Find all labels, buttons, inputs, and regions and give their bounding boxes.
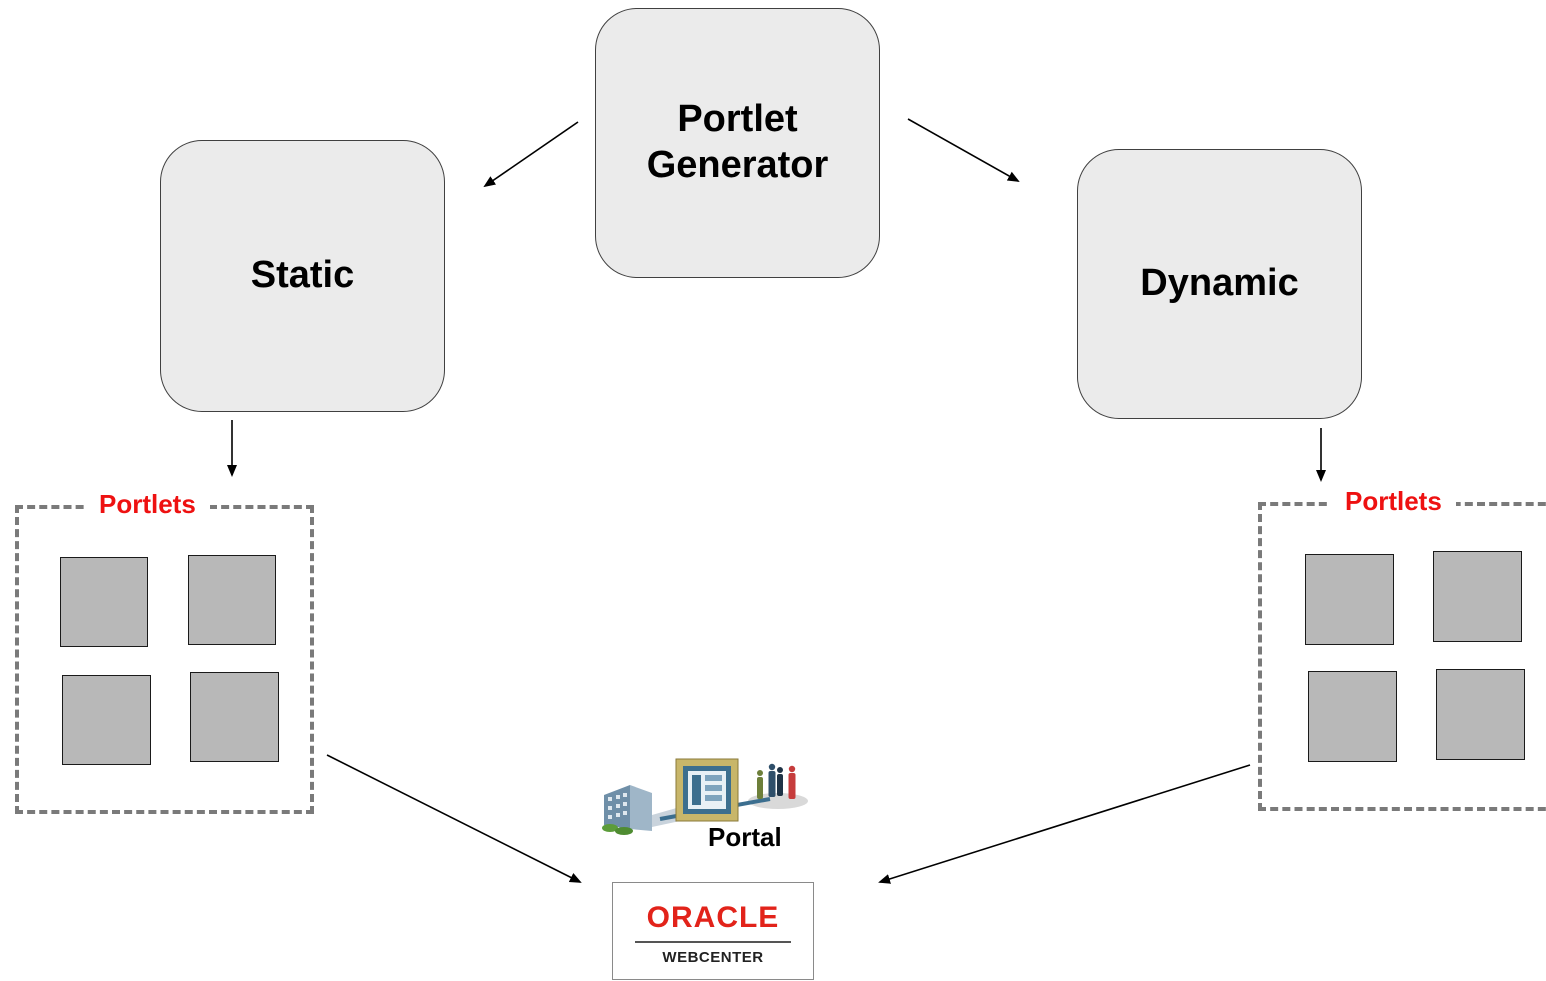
portlet-tile <box>60 557 148 647</box>
logo-divider <box>635 941 791 943</box>
portlet-generator-label-line1: Portlet <box>677 98 798 141</box>
arrow-right-portlets-to-portal <box>878 764 1251 884</box>
arrow-generator-to-dynamic <box>907 118 1020 182</box>
portlet-tile <box>188 555 276 645</box>
oracle-webcenter-logo: ORACLE WEBCENTER <box>612 882 814 980</box>
dynamic-label: Dynamic <box>1140 262 1299 305</box>
static-label: Static <box>250 254 355 297</box>
portlet-tile <box>1305 554 1394 645</box>
dynamic-node: Dynamic <box>1077 149 1362 419</box>
portlets-group-left <box>15 505 314 814</box>
portlet-tile <box>1436 669 1525 760</box>
portlet-tile <box>1433 551 1522 642</box>
static-node: Static <box>160 140 445 412</box>
portal-illustration-icon <box>602 758 808 835</box>
portlet-generator-label-line2: Generator <box>646 144 829 186</box>
arrow-generator-to-static <box>483 121 579 188</box>
portlet-tile <box>62 675 151 765</box>
portlet-generator-node: Portlet Generator <box>595 8 880 278</box>
portlets-group-right <box>1258 502 1546 811</box>
portal-label: Portal <box>708 822 782 852</box>
portlet-tile <box>1308 671 1397 762</box>
portlet-tile <box>190 672 279 762</box>
portlets-group-left-title: Portlets <box>85 489 210 519</box>
portlets-group-right-title: Portlets <box>1331 486 1456 516</box>
oracle-wordmark: ORACLE <box>646 901 780 934</box>
webcenter-wordmark: WEBCENTER <box>662 949 764 966</box>
arrow-left-portlets-to-portal <box>326 754 582 883</box>
